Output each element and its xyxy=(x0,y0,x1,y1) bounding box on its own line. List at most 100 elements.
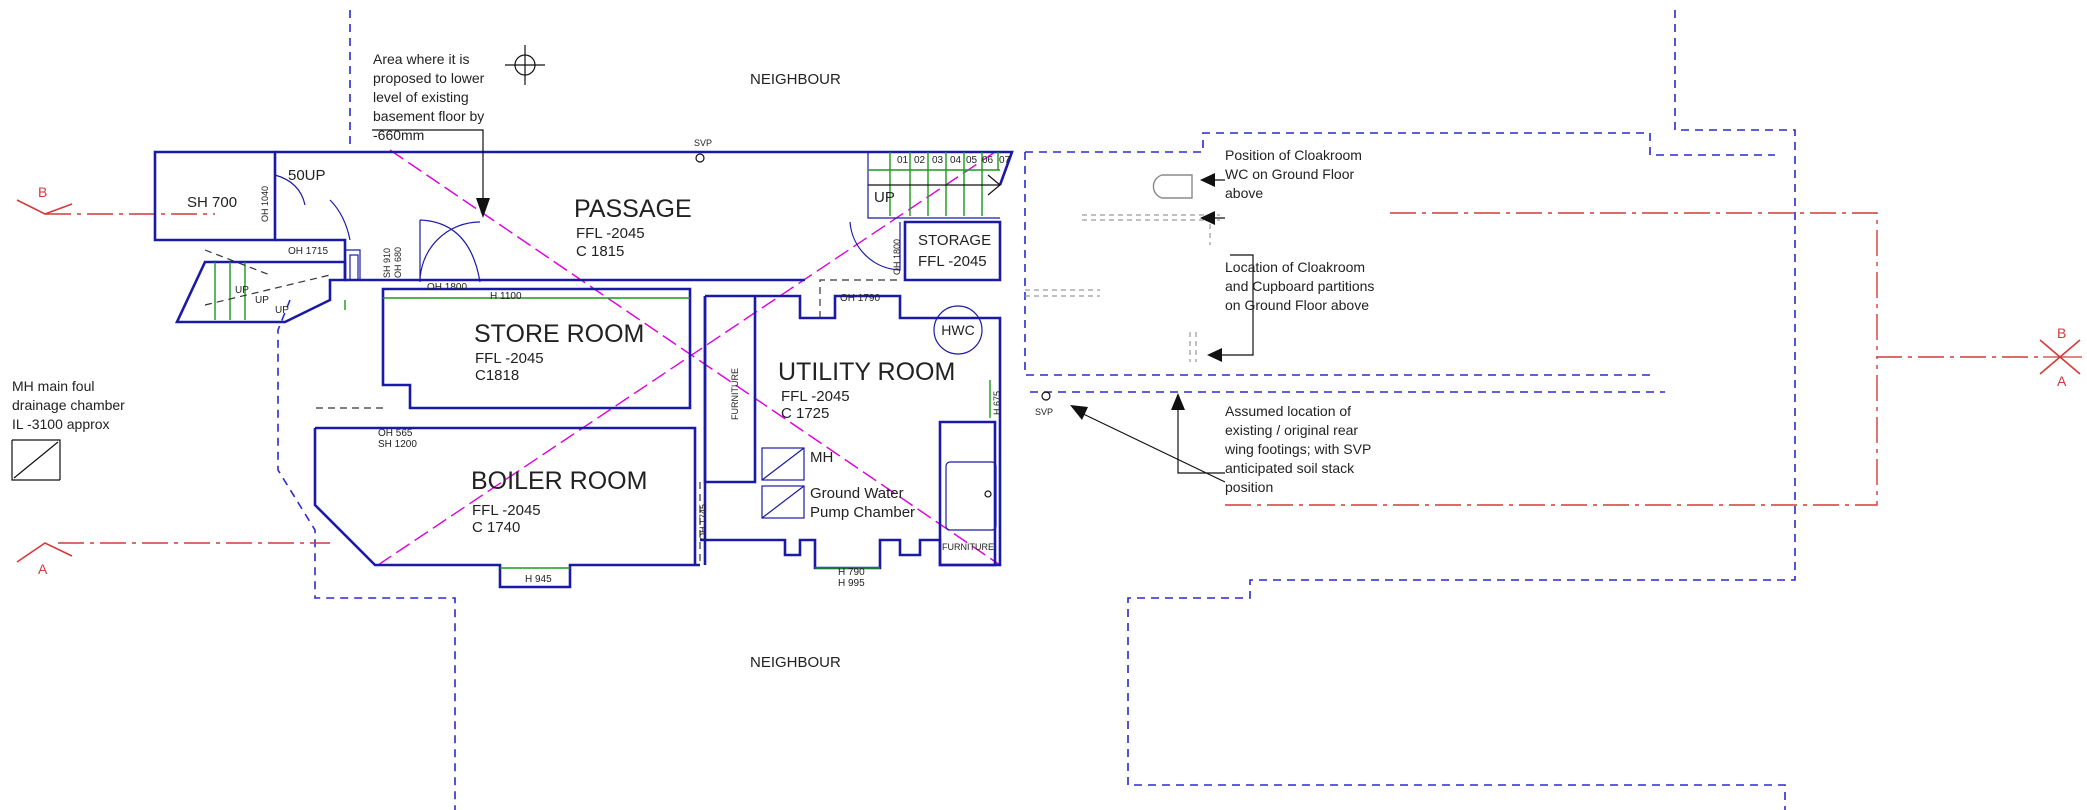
svg-text:06: 06 xyxy=(982,155,994,166)
svg-text:proposed to lower: proposed to lower xyxy=(373,70,485,86)
svg-text:and Cupboard partitions: and Cupboard partitions xyxy=(1225,278,1374,294)
note-cloakroom-wc: Position of Cloakroom WC on Ground Floor… xyxy=(1225,147,1362,201)
dimension-labels: SH 700 50UP OH 1040 OH 1715 SH 910 OH 68… xyxy=(187,167,1002,589)
stairs-left: UP UP UP xyxy=(204,249,331,320)
svg-text:H 675: H 675 xyxy=(992,391,1002,415)
svg-text:NEIGHBOUR: NEIGHBOUR xyxy=(750,654,841,671)
svg-text:OH 680: OH 680 xyxy=(393,247,403,278)
svg-text:FURNITURE: FURNITURE xyxy=(730,368,740,420)
svg-text:05: 05 xyxy=(966,155,978,166)
hwc-cylinder: HWC xyxy=(933,305,983,355)
svg-text:FFL -2045: FFL -2045 xyxy=(781,388,850,405)
room-passage: PASSAGE FFL -2045 C 1815 xyxy=(574,195,692,260)
svg-text:B: B xyxy=(2057,325,2066,341)
doors xyxy=(274,174,901,283)
svg-text:Position of Cloakroom: Position of Cloakroom xyxy=(1225,147,1362,163)
walls xyxy=(153,150,1014,589)
svg-text:UP: UP xyxy=(235,285,249,296)
svg-text:BOILER ROOM: BOILER ROOM xyxy=(471,467,647,495)
svg-text:anticipated soil stack: anticipated soil stack xyxy=(1225,460,1355,476)
svg-text:level of existing: level of existing xyxy=(373,89,469,105)
note-mh-chamber: MH main foul drainage chamber IL -3100 a… xyxy=(12,378,125,432)
svg-text:WC on Ground Floor: WC on Ground Floor xyxy=(1225,166,1354,182)
threshold-lines xyxy=(344,297,991,569)
svg-text:FURNITURE: FURNITURE xyxy=(942,542,994,552)
lowered-floor-diagonals xyxy=(377,149,1001,566)
svg-text:IL -3100 approx: IL -3100 approx xyxy=(12,416,110,432)
svg-text:Assumed location of: Assumed location of xyxy=(1225,403,1351,419)
svg-text:SVP: SVP xyxy=(694,138,712,148)
cloakroom-wc-symbol xyxy=(1025,174,1220,362)
svg-text:drainage chamber: drainage chamber xyxy=(12,397,125,413)
svg-text:OH 1800: OH 1800 xyxy=(427,282,467,293)
svg-text:C 1815: C 1815 xyxy=(576,243,624,260)
stairs-main: 01 02 03 04 05 06 07 UP xyxy=(867,152,1011,219)
svg-text:above: above xyxy=(1225,185,1263,201)
svg-text:SH 910: SH 910 xyxy=(382,248,392,278)
svg-text:UP: UP xyxy=(874,189,895,206)
svg-text:A: A xyxy=(2057,373,2067,389)
svg-text:01: 01 xyxy=(897,155,909,166)
svg-text:B: B xyxy=(38,184,47,200)
site-boundaries xyxy=(277,10,1796,810)
svg-text:UTILITY ROOM: UTILITY ROOM xyxy=(778,358,955,386)
room-storage: STORAGE FFL -2045 xyxy=(918,232,991,270)
svg-text:NEIGHBOUR: NEIGHBOUR xyxy=(750,71,841,88)
svg-text:C1818: C1818 xyxy=(475,367,519,384)
svg-text:PASSAGE: PASSAGE xyxy=(574,195,692,223)
svg-text:C 1740: C 1740 xyxy=(472,519,520,536)
svg-text:MH main foul: MH main foul xyxy=(12,378,94,394)
svg-text:existing / original rear: existing / original rear xyxy=(1225,422,1358,438)
svg-text:OH 1800: OH 1800 xyxy=(892,239,902,275)
svg-text:OH 1790: OH 1790 xyxy=(840,293,880,304)
manhole-mh: MH xyxy=(761,447,833,481)
svg-text:position: position xyxy=(1225,479,1273,495)
svg-text:basement floor by: basement floor by xyxy=(373,108,484,124)
svg-text:H 945: H 945 xyxy=(525,574,552,585)
svg-text:Pump Chamber: Pump Chamber xyxy=(810,504,915,521)
svg-text:Area where it is: Area where it is xyxy=(373,51,469,67)
svg-text:OH 1040: OH 1040 xyxy=(260,186,270,222)
leader-arrows xyxy=(372,129,1254,483)
svg-text:MH: MH xyxy=(810,449,833,466)
svg-text:02: 02 xyxy=(914,155,926,166)
svg-text:OH 1745: OH 1745 xyxy=(698,504,708,540)
svg-text:HWC: HWC xyxy=(941,322,974,338)
svg-text:H 790: H 790 xyxy=(838,567,865,578)
svg-text:OH 565: OH 565 xyxy=(378,428,413,439)
neighbour-top-label: NEIGHBOUR xyxy=(750,71,841,88)
svg-text:on Ground Floor above: on Ground Floor above xyxy=(1225,297,1369,313)
svg-text:STORAGE: STORAGE xyxy=(918,232,991,249)
note-lower-floor: Area where it is proposed to lower level… xyxy=(373,51,485,143)
svg-text:Location of Cloakroom: Location of Cloakroom xyxy=(1225,259,1365,275)
room-boiler: BOILER ROOM FFL -2045 C 1740 xyxy=(471,467,647,536)
section-marker-right: B A xyxy=(2039,325,2082,389)
svg-text:07: 07 xyxy=(999,155,1011,166)
svg-text:SH 1200: SH 1200 xyxy=(378,439,417,450)
svg-text:03: 03 xyxy=(932,155,944,166)
section-marker-b-left: B xyxy=(16,184,73,215)
note-partitions: Location of Cloakroom and Cupboard parti… xyxy=(1225,259,1374,313)
room-store: STORE ROOM FFL -2045 C1818 xyxy=(474,320,644,384)
svg-text:FFL -2045: FFL -2045 xyxy=(472,502,541,519)
note-footings: Assumed location of existing / original … xyxy=(1224,403,1371,495)
svg-text:C 1725: C 1725 xyxy=(781,405,829,422)
svg-text:H 1100: H 1100 xyxy=(490,291,522,302)
svg-text:-660mm: -660mm xyxy=(373,127,424,143)
svp-right: SVP xyxy=(1035,391,1053,417)
svg-text:A: A xyxy=(38,561,48,577)
svg-text:UP: UP xyxy=(275,305,289,316)
neighbour-bottom-label: NEIGHBOUR xyxy=(750,654,841,671)
svg-text:Ground Water: Ground Water xyxy=(810,485,904,502)
section-marker-a-left: A xyxy=(16,542,73,577)
crosshair-symbol xyxy=(505,45,545,85)
svg-text:wing footings; with SVP: wing footings; with SVP xyxy=(1224,441,1371,457)
ground-water-pump-chamber: Ground Water Pump Chamber xyxy=(761,485,915,521)
svg-text:SVP: SVP xyxy=(1035,407,1053,417)
mh-key-symbol xyxy=(11,439,61,481)
svg-text:H 995: H 995 xyxy=(838,578,865,589)
svg-text:UP: UP xyxy=(255,295,269,306)
svp-top: SVP xyxy=(694,138,712,163)
internal-dashes xyxy=(315,279,900,565)
